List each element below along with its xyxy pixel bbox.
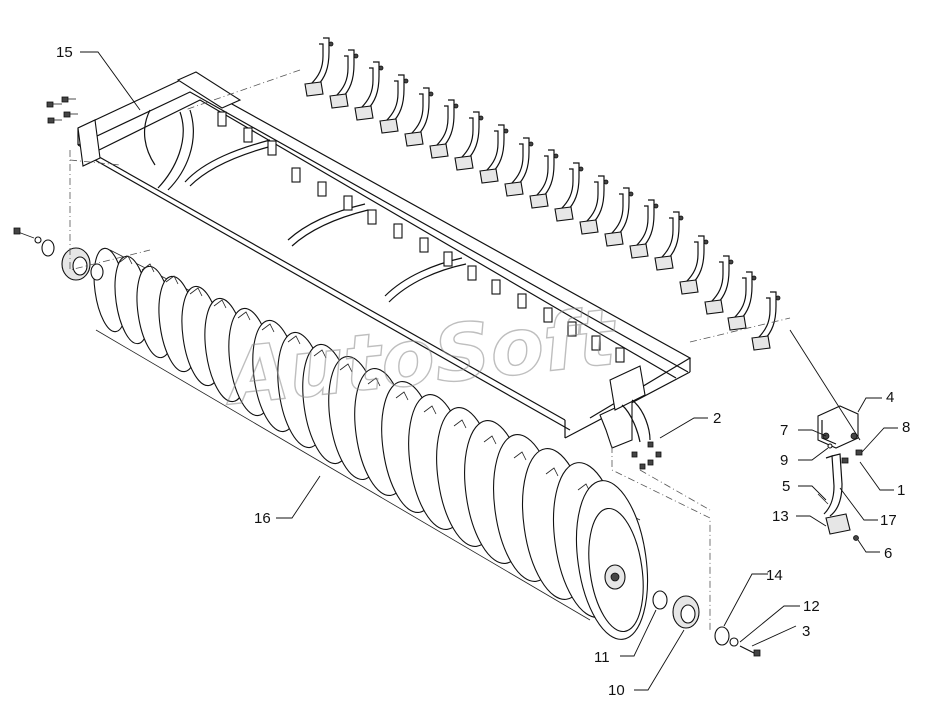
frame-assembly xyxy=(77,71,692,449)
callout-6: 6 xyxy=(884,545,892,562)
callout-7: 7 xyxy=(780,422,788,439)
right-bearing-group xyxy=(652,590,761,657)
beam-brackets xyxy=(217,111,625,363)
callout-5: 5 xyxy=(782,478,790,495)
assembly-centerlines xyxy=(69,69,791,632)
callout-3: 3 xyxy=(802,623,810,640)
crumbler-roller xyxy=(93,247,649,640)
tine-detail xyxy=(817,405,863,541)
callout-13: 13 xyxy=(772,508,789,525)
tine-row xyxy=(304,37,781,351)
callout-4: 4 xyxy=(886,389,894,406)
callout-9: 9 xyxy=(780,452,788,469)
callout-8: 8 xyxy=(902,419,910,436)
callout-12: 12 xyxy=(803,598,820,615)
callout-1: 1 xyxy=(897,482,905,499)
bracket-bolts xyxy=(631,441,662,470)
callout-17: 17 xyxy=(880,512,897,529)
callout-16: 16 xyxy=(254,510,271,527)
leader-lines xyxy=(80,51,898,691)
callout-labels: 1 2 3 4 5 6 7 8 9 10 11 12 13 14 15 16 1… xyxy=(56,44,910,699)
callout-11: 11 xyxy=(594,649,610,666)
callout-15: 15 xyxy=(56,44,73,61)
callout-2: 2 xyxy=(713,410,721,427)
callout-10: 10 xyxy=(608,682,625,699)
frame-bolts xyxy=(46,96,78,124)
left-bearing-group xyxy=(13,96,104,281)
callout-14: 14 xyxy=(766,567,783,584)
